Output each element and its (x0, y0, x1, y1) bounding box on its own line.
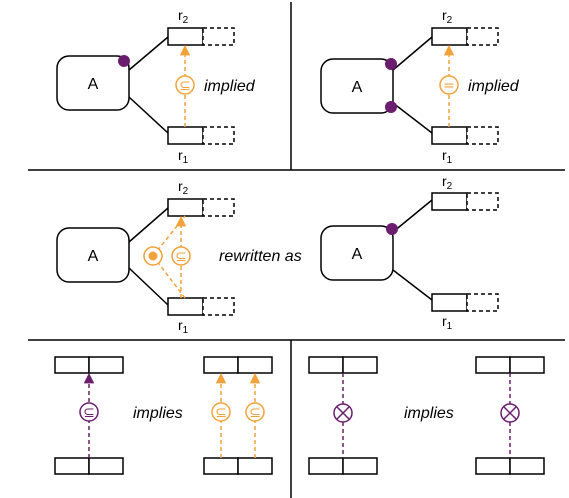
entity-label: A (352, 246, 363, 263)
implied-text: implied (468, 78, 520, 95)
mandatory-dot (386, 223, 398, 235)
role-box-r1-dashed (202, 297, 235, 316)
entity-A (320, 58, 394, 114)
role-label-r1: r1 (442, 147, 453, 166)
role-label-r2: r2 (442, 7, 453, 26)
panel-exclusion-implies: implies (308, 356, 545, 475)
subset-glyph: ⊆ (249, 405, 261, 421)
role-box-r2-dashed (202, 27, 235, 46)
equality-glyph: = (443, 78, 455, 94)
role-box-r2-dashed (466, 27, 499, 46)
panel-rewritten-left: A r2 r1 ⊆ (56, 178, 235, 336)
subset-glyph: ⊆ (175, 249, 187, 265)
subset-symbol (171, 246, 191, 266)
entity-A (56, 55, 130, 111)
role-box-r2 (431, 192, 468, 211)
implies-text: implies (404, 405, 454, 422)
role-box (342, 457, 378, 475)
role-label-r2: r2 (442, 173, 453, 192)
role-box (203, 356, 239, 374)
role-box-r2-dashed (466, 192, 499, 211)
mandatory-dot (118, 55, 130, 67)
role-box-r1 (431, 126, 468, 145)
panel-equality-implied: A r2 r1 = implied (320, 7, 520, 166)
role-box (509, 457, 545, 475)
role-label-r1: r1 (178, 147, 189, 166)
role-box (54, 457, 90, 475)
implies-text: implies (133, 405, 183, 422)
role-box-r1 (167, 297, 204, 316)
subset-symbol (175, 75, 195, 95)
entity-label: A (88, 76, 99, 93)
equality-symbol (439, 75, 459, 95)
implied-text: implied (204, 78, 256, 95)
role-label-r1: r1 (178, 317, 189, 336)
role-box (88, 356, 124, 374)
role-box (475, 356, 511, 374)
subset-symbol-purple (79, 402, 99, 422)
role-box-r1 (167, 126, 204, 145)
role-box-r2-dashed (202, 198, 235, 217)
subset-glyph: ⊆ (215, 405, 227, 421)
role-box (509, 356, 545, 374)
role-box (308, 457, 344, 475)
role-box-r2 (431, 27, 468, 46)
role-box-r1-dashed (466, 293, 499, 312)
subset-glyph: ⊆ (179, 78, 191, 94)
role-label-r2: r2 (178, 7, 189, 26)
panel-subset-implied: A r2 r1 ⊆ implied (56, 7, 256, 166)
role-box (237, 457, 273, 475)
panel-rewritten-right: A r2 r1 (320, 173, 499, 332)
role-box (342, 356, 378, 374)
role-label-r1: r1 (442, 313, 453, 332)
entity-label: A (88, 248, 99, 265)
subset-glyph: ⊆ (83, 405, 95, 421)
role-box (203, 457, 239, 475)
role-box (237, 356, 273, 374)
mandatory-dot-top (385, 58, 397, 70)
role-box (475, 457, 511, 475)
role-box-r2 (167, 27, 204, 46)
mandatory-dot-bottom (385, 101, 397, 113)
role-box-r2 (167, 198, 204, 217)
role-box-r1 (431, 293, 468, 312)
subset-symbol-orange (211, 402, 231, 422)
entity-A (320, 225, 394, 281)
role-label-r2: r2 (178, 178, 189, 197)
role-box-r1-dashed (202, 126, 235, 145)
role-box (54, 356, 90, 374)
role-box-r1-dashed (466, 126, 499, 145)
entity-A (56, 227, 130, 283)
entity-label: A (352, 79, 363, 96)
panel-subset-implies: ⊆ implies ⊆ ⊆ (54, 356, 273, 475)
subset-symbol-orange (245, 402, 265, 422)
role-box (308, 356, 344, 374)
rewritten-as-text: rewritten as (219, 248, 302, 265)
role-box (88, 457, 124, 475)
